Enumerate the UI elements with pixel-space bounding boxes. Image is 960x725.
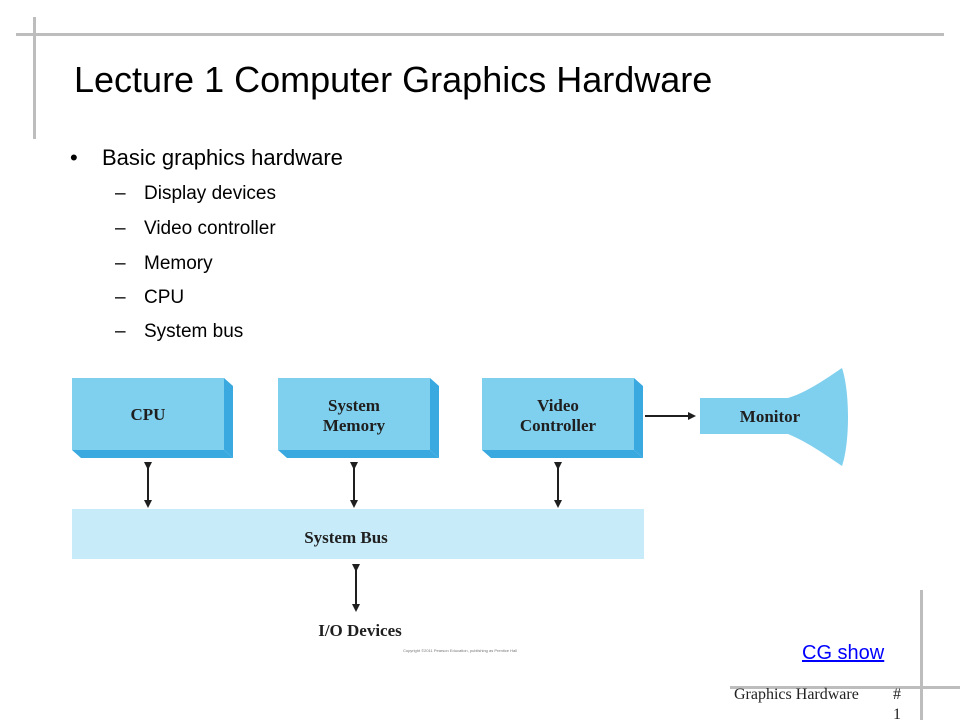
hardware-diagram-svg: CPU System Memory Video Controller — [72, 368, 848, 653]
sub-item-text: Memory — [144, 253, 213, 274]
video-controller-label-line2: Controller — [520, 416, 597, 435]
cpu-box-side — [224, 378, 233, 458]
sub-item-text: Display devices — [144, 183, 276, 204]
cg-show-link[interactable]: CG show — [802, 642, 885, 664]
system-bus-label: System Bus — [304, 528, 388, 547]
slide-title: Lecture 1 Computer Graphics Hardware — [74, 59, 713, 100]
system-bus-bar — [72, 509, 644, 559]
video-controller-label-line1: Video — [537, 396, 579, 415]
bullet-marker: • — [70, 145, 78, 170]
video-controller-box: Video Controller — [482, 378, 643, 458]
sub-item-marker: – — [115, 218, 126, 239]
frame-line-top-horizontal — [16, 33, 944, 36]
monitor-label: Monitor — [740, 407, 801, 426]
sub-item-marker: – — [115, 287, 126, 308]
video-controller-box-side — [634, 378, 643, 458]
hardware-diagram: CPU System Memory Video Controller — [60, 362, 860, 662]
system-memory-box-side — [430, 378, 439, 458]
cpu-label: CPU — [131, 405, 166, 424]
cpu-box-face — [72, 378, 224, 450]
cpu-box: CPU — [72, 378, 233, 458]
video-controller-box-face — [482, 378, 634, 450]
system-memory-label-line2: Memory — [323, 416, 386, 435]
page-number: # 1 — [893, 686, 901, 723]
sub-item-text: Video controller — [144, 218, 276, 239]
sub-item-marker: – — [115, 253, 126, 274]
sub-item-marker: – — [115, 183, 126, 204]
system-memory-label-line1: System — [328, 396, 380, 415]
sub-item-text: System bus — [144, 321, 244, 342]
frame-line-top-vertical — [33, 17, 36, 139]
monitor-shape: Monitor — [700, 368, 848, 466]
io-devices-label: I/O Devices — [318, 621, 402, 640]
sub-item-marker: – — [115, 321, 126, 342]
monitor-body — [700, 368, 848, 466]
sub-item-text: CPU — [144, 287, 185, 308]
frame-line-bottom-vertical — [920, 590, 923, 720]
system-memory-box-bottom — [278, 450, 439, 458]
footer-label: Graphics Hardware — [734, 686, 859, 703]
cpu-box-bottom — [72, 450, 233, 458]
system-bus: System Bus — [72, 509, 644, 559]
system-memory-box: System Memory — [278, 378, 439, 458]
frame-line-bottom-horizontal — [730, 686, 960, 689]
video-controller-box-bottom — [482, 450, 643, 458]
copyright-note: Copyright ©2011 Pearson Education, publi… — [403, 648, 517, 653]
system-memory-box-face — [278, 378, 430, 450]
bullet-text: Basic graphics hardware — [102, 145, 343, 170]
